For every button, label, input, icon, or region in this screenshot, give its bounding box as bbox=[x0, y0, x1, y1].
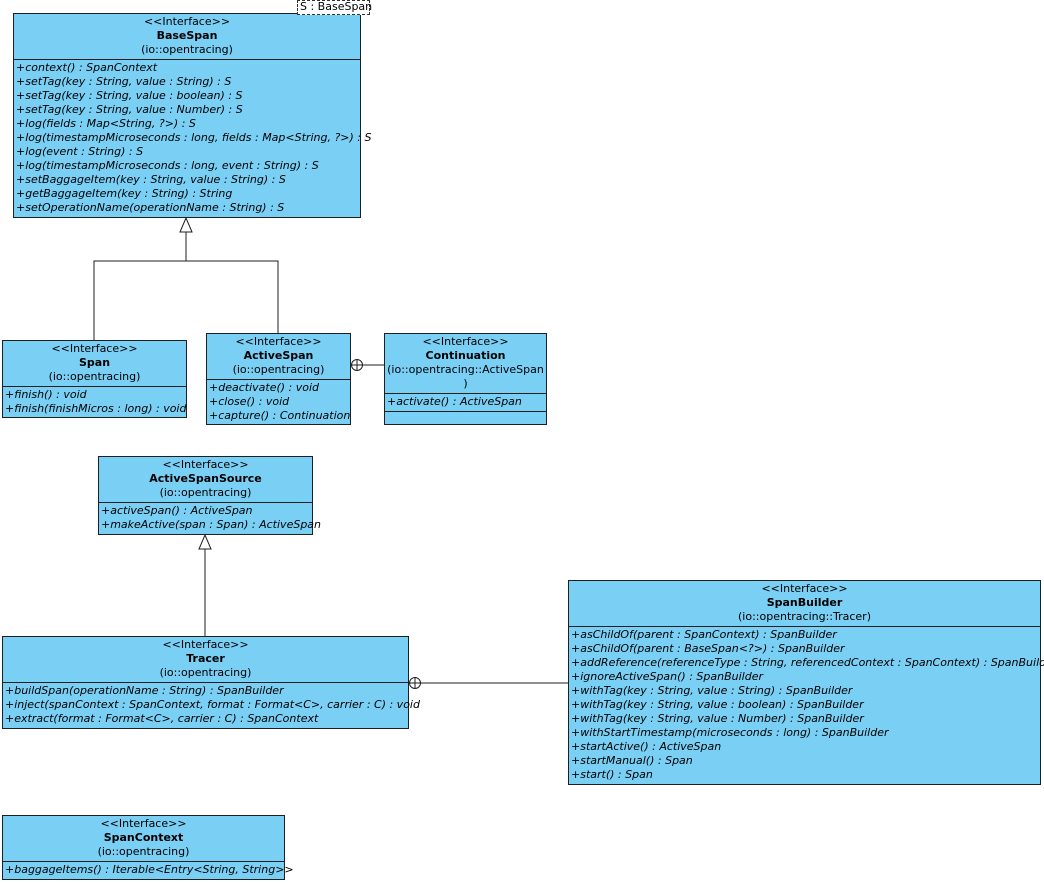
operation: +setTag(key : String, value : Number) : … bbox=[16, 103, 243, 116]
package-name: (io::opentracing) bbox=[159, 666, 252, 679]
operations-compartment: +baggageItems() : Iterable<Entry<String,… bbox=[3, 862, 294, 877]
operations-compartment: +deactivate() : void +close() : void +ca… bbox=[207, 380, 350, 423]
operation: +setBaggageItem(key : String, value : St… bbox=[16, 173, 286, 186]
generalization-activespan-to-basespan bbox=[186, 260, 279, 333]
package-name: (io::opentracing) bbox=[141, 43, 233, 56]
class-name: ActiveSpanSource bbox=[149, 472, 262, 485]
class-name: BaseSpan bbox=[156, 29, 218, 42]
operation: +activeSpan() : ActiveSpan bbox=[101, 504, 253, 517]
operation: +addReference(referenceType : String, re… bbox=[571, 656, 1044, 669]
operation: +setOperationName(operationName : String… bbox=[16, 201, 285, 214]
class-header: <<Interface>> SpanBuilder (io::opentraci… bbox=[569, 581, 1040, 627]
operation: +start() : Span bbox=[571, 768, 653, 781]
type-parameter-box: S : BaseSpan bbox=[297, 0, 372, 15]
class-activespan[interactable]: <<Interface>> ActiveSpan (io::opentracin… bbox=[206, 333, 351, 425]
stereotype: <<Interface>> bbox=[100, 817, 187, 830]
package-name: (io::opentracing) bbox=[232, 363, 325, 376]
operation: +withTag(key : String, value : String) :… bbox=[571, 684, 853, 697]
operation: +finish() : void bbox=[5, 388, 87, 401]
class-name: Tracer bbox=[186, 652, 225, 665]
operation: +makeActive(span : Span) : ActiveSpan bbox=[101, 518, 322, 531]
operation: +context() : SpanContext bbox=[16, 61, 158, 74]
class-name: Continuation bbox=[425, 349, 506, 362]
class-name: Span bbox=[78, 356, 111, 369]
generalization-arrowhead-basespan bbox=[179, 216, 193, 233]
nesting-anchor-tracer bbox=[409, 677, 421, 689]
package-name: (io::opentracing) bbox=[159, 486, 252, 499]
operations-compartment: +finish() : void +finish(finishMicros : … bbox=[3, 387, 186, 416]
class-header: <<Interface>> Span (io::opentracing) bbox=[3, 341, 186, 387]
operation: +activate() : ActiveSpan bbox=[387, 395, 522, 408]
operation: +inject(spanContext : SpanContext, forma… bbox=[5, 698, 420, 711]
package-name-continued: ) bbox=[463, 377, 468, 390]
stereotype: <<Interface>> bbox=[422, 335, 509, 348]
operations-compartment: +context() : SpanContext +setTag(key : S… bbox=[14, 60, 372, 215]
operations-compartment: +activeSpan() : ActiveSpan +makeActive(s… bbox=[99, 503, 322, 532]
package-name: (io::opentracing::Tracer) bbox=[738, 610, 871, 623]
class-header: <<Interface>> BaseSpan (io::opentracing) bbox=[14, 14, 360, 60]
operation: +startActive() : ActiveSpan bbox=[571, 740, 722, 753]
package-name: (io::opentracing) bbox=[97, 845, 190, 858]
operation: +setTag(key : String, value : String) : … bbox=[16, 75, 232, 88]
operation: +buildSpan(operationName : String) : Spa… bbox=[5, 684, 284, 697]
operations-compartment: +buildSpan(operationName : String) : Spa… bbox=[3, 683, 420, 726]
stereotype: <<Interface>> bbox=[761, 582, 848, 595]
class-header: <<Interface>> ActiveSpanSource (io::open… bbox=[99, 457, 312, 503]
stereotype: <<Interface>> bbox=[143, 15, 231, 28]
operation: +withTag(key : String, value : boolean) … bbox=[571, 698, 864, 711]
stereotype: <<Interface>> bbox=[51, 342, 138, 355]
operation: +log(event : String) : S bbox=[16, 145, 144, 158]
class-spanbuilder[interactable]: <<Interface>> SpanBuilder (io::opentraci… bbox=[568, 580, 1044, 785]
operation: +asChildOf(parent : BaseSpan<?>) : SpanB… bbox=[571, 642, 845, 655]
class-activespansource[interactable]: <<Interface>> ActiveSpanSource (io::open… bbox=[98, 456, 322, 535]
operation: +log(fields : Map<String, ?>) : S bbox=[16, 117, 196, 130]
class-span[interactable]: <<Interface>> Span (io::opentracing) +fi… bbox=[2, 340, 187, 418]
class-header: <<Interface>> Continuation (io::opentrac… bbox=[385, 334, 546, 394]
class-header: <<Interface>> SpanContext (io::opentraci… bbox=[3, 816, 284, 862]
nesting-anchor-activespan bbox=[351, 359, 363, 371]
class-name: SpanBuilder bbox=[766, 596, 843, 609]
operation: +capture() : Continuation bbox=[209, 409, 351, 422]
class-spancontext[interactable]: <<Interface>> SpanContext (io::opentraci… bbox=[2, 815, 294, 880]
operation: +asChildOf(parent : SpanContext) : SpanB… bbox=[571, 628, 837, 641]
stereotype: <<Interface>> bbox=[162, 638, 249, 651]
class-tracer[interactable]: <<Interface>> Tracer (io::opentracing) +… bbox=[2, 636, 420, 729]
class-basespan[interactable]: <<Interface>> BaseSpan (io::opentracing)… bbox=[13, 13, 372, 218]
package-name: (io::opentracing) bbox=[48, 370, 141, 383]
operation: +getBaggageItem(key : String) : String bbox=[16, 187, 233, 200]
generalization-arrowhead-activespansource bbox=[198, 533, 212, 550]
class-header: <<Interface>> Tracer (io::opentracing) bbox=[3, 637, 408, 683]
operation: +close() : void bbox=[209, 395, 290, 408]
class-continuation[interactable]: <<Interface>> Continuation (io::opentrac… bbox=[384, 333, 547, 425]
operation: +baggageItems() : Iterable<Entry<String,… bbox=[5, 863, 294, 876]
operation: +extract(format : Format<C>, carrier : C… bbox=[5, 712, 319, 725]
operations-compartment: +asChildOf(parent : SpanContext) : SpanB… bbox=[569, 627, 1044, 782]
operation: +finish(finishMicros : long) : void bbox=[5, 402, 187, 415]
stereotype: <<Interface>> bbox=[162, 458, 249, 471]
generalization-span-to-basespan bbox=[93, 232, 187, 340]
operation: +log(timestampMicroseconds : long, field… bbox=[16, 131, 372, 144]
operation: +startManual() : Span bbox=[571, 754, 693, 767]
stereotype: <<Interface>> bbox=[235, 335, 322, 348]
operation: +withStartTimestamp(microseconds : long)… bbox=[571, 726, 889, 739]
class-header: <<Interface>> ActiveSpan (io::opentracin… bbox=[207, 334, 350, 380]
operation: +log(timestampMicroseconds : long, event… bbox=[16, 159, 319, 172]
operation: +withTag(key : String, value : Number) :… bbox=[571, 712, 864, 725]
operation: +deactivate() : void bbox=[209, 381, 320, 394]
package-name: (io::opentracing::ActiveSpan bbox=[387, 363, 544, 376]
operations-compartment: +activate() : ActiveSpan bbox=[385, 394, 546, 409]
empty-compartment bbox=[385, 411, 546, 412]
class-name: ActiveSpan bbox=[243, 349, 314, 362]
operation: +ignoreActiveSpan() : SpanBuilder bbox=[571, 670, 764, 683]
operation: +setTag(key : String, value : boolean) :… bbox=[16, 89, 243, 102]
class-name: SpanContext bbox=[103, 831, 184, 844]
